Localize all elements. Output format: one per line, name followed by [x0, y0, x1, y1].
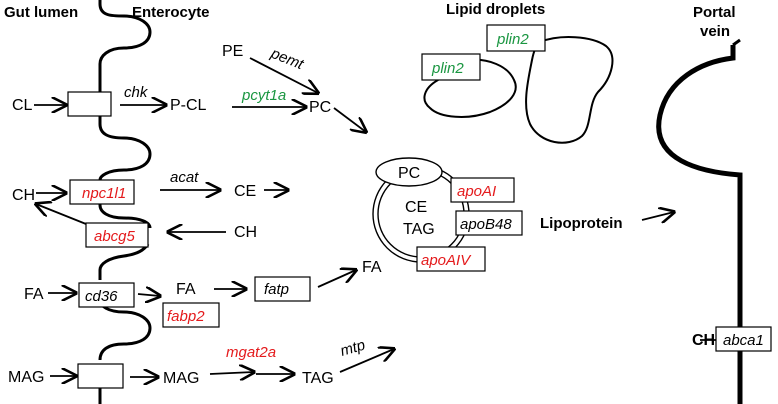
ch-cell-label: CH	[234, 224, 257, 241]
abcg5-box	[85, 222, 149, 248]
pc-ellipse	[375, 157, 443, 187]
mag-transporter-box	[77, 363, 124, 389]
membrane-tip	[732, 38, 741, 47]
fatp-arrow	[317, 270, 356, 288]
fabp2-label: fabp2	[167, 308, 205, 325]
abca1-label: abca1	[723, 332, 764, 349]
ce-label: CE	[234, 183, 256, 200]
header-portal-line1: Portal	[693, 4, 736, 21]
ch-lumen-label: CH	[12, 187, 35, 204]
pcyt1a-label: pcyt1a	[241, 87, 286, 104]
npc1l1-box	[69, 179, 135, 205]
lipoprotein-export-arrow	[641, 212, 674, 220]
apoaiv-box	[416, 246, 486, 272]
plin2-box-a	[486, 24, 546, 52]
mtp-arrow	[339, 349, 394, 373]
lipoprotein-label: Lipoprotein	[540, 215, 623, 232]
fa-export-label: FA	[362, 259, 382, 276]
apoaiv-label: apoAIV	[421, 252, 472, 269]
lipoprotein-ce-label: CE	[405, 199, 427, 216]
apical-membrane	[98, 0, 152, 404]
apoai-box	[450, 177, 515, 203]
mgat2a-arrow-1	[209, 372, 254, 374]
fabp2-box	[162, 302, 220, 328]
cl-transporter-box	[67, 91, 112, 117]
apoai-label: apoAI	[457, 183, 496, 200]
cd36-label: cd36	[85, 288, 118, 305]
abca1-box	[715, 326, 772, 352]
header-enterocyte: Enterocyte	[132, 4, 210, 21]
pemt-arrow	[249, 57, 318, 93]
header-portal-line2: vein	[700, 23, 730, 40]
abcg5-label: abcg5	[94, 228, 136, 245]
mtp-label: mtp	[338, 337, 367, 360]
npc1l1-label: npc1l1	[82, 185, 126, 202]
acat-label: acat	[170, 169, 199, 186]
pe-label: PE	[222, 43, 243, 60]
plin2-label-a: plin2	[496, 31, 529, 48]
p-cl-label: P-CL	[170, 97, 207, 114]
fatp-box	[254, 276, 311, 302]
mag-lumen-label: MAG	[8, 369, 44, 386]
lipid-droplet-large	[525, 36, 614, 144]
apob48-label: apoB48	[460, 216, 512, 233]
cd36-arrow	[137, 294, 160, 296]
pc-export-arrow	[333, 107, 366, 132]
chk-label: chk	[124, 84, 149, 101]
plin2-label-b: plin2	[431, 60, 464, 77]
cd36-box	[78, 282, 135, 308]
fatp-label: fatp	[264, 281, 289, 298]
tag-label: TAG	[302, 370, 334, 387]
fa-lumen-label: FA	[24, 286, 44, 303]
apob48-box	[455, 210, 523, 236]
mag-cell-label: MAG	[163, 370, 199, 387]
lipoprotein-tag-label: TAG	[403, 221, 435, 238]
header-gut-lumen: Gut lumen	[4, 4, 78, 21]
pc-label: PC	[309, 99, 331, 116]
plin2-box-b	[421, 53, 481, 81]
lipoprotein-pc-label: PC	[398, 165, 420, 182]
basolateral-membrane	[656, 45, 743, 404]
fa-cell-label: FA	[176, 281, 196, 298]
mgat2a-label: mgat2a	[226, 344, 276, 361]
ch-efflux-arrow	[36, 204, 87, 225]
header-lipid-droplets: Lipid droplets	[446, 1, 545, 18]
cl-label: CL	[12, 97, 33, 114]
